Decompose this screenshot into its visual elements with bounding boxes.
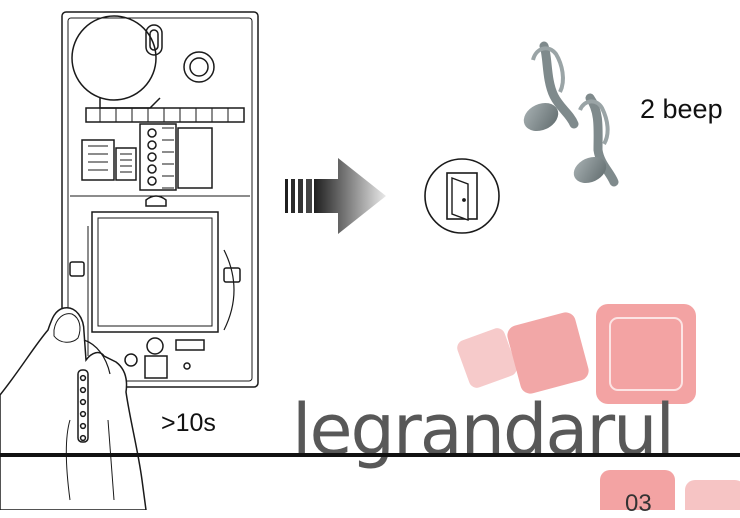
watermark-text: legrandarul bbox=[292, 389, 673, 471]
page-number: 03 bbox=[625, 490, 652, 518]
device-panel-icon bbox=[62, 12, 258, 387]
footer-rule bbox=[0, 453, 740, 457]
beep-label: 2 beep bbox=[640, 94, 723, 125]
music-notes-icon bbox=[519, 46, 614, 188]
arrow-right-icon bbox=[285, 158, 386, 234]
hand-icon bbox=[0, 308, 146, 510]
hold-time-label: >10s bbox=[161, 409, 216, 438]
door-icon bbox=[425, 159, 499, 233]
